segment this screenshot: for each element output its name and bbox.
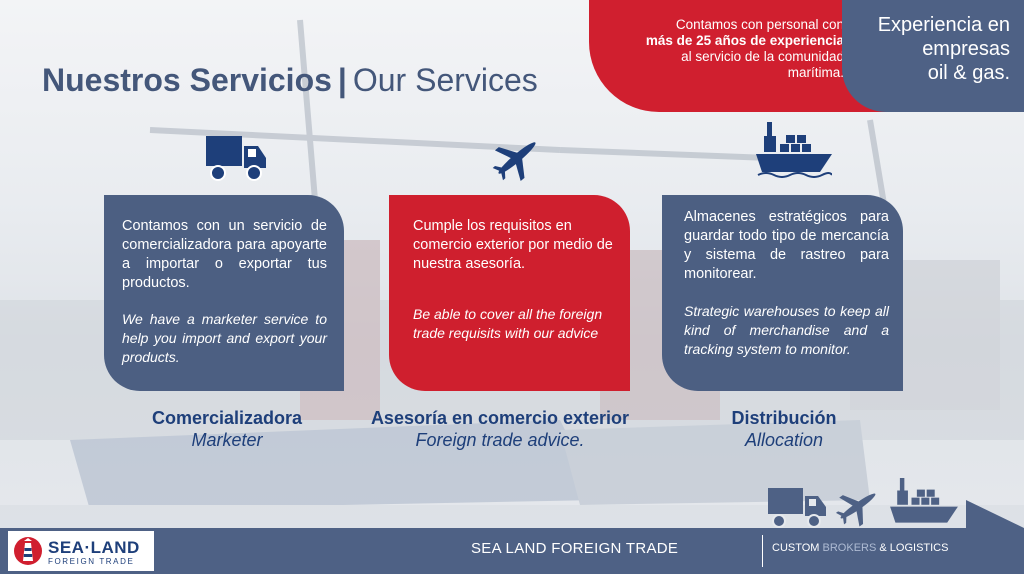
truck-icon [768, 488, 826, 528]
company-logo: SEA·LAND FOREIGN TRADE [8, 531, 154, 571]
footer-company-name: SEA LAND FOREIGN TRADE [471, 540, 679, 557]
service-label-marketer: Comercializadora Marketer [112, 407, 342, 451]
experience-text: Contamos con personal con más de 25 años… [604, 17, 844, 81]
airplane-icon [492, 142, 536, 182]
truck-icon [206, 136, 266, 181]
service-description-es: Cumple los requisitos en comercio exteri… [413, 218, 613, 272]
service-label-advice: Asesoría en comercio exterior Foreign tr… [340, 407, 660, 451]
title-separator: | [337, 62, 347, 98]
page-title: Nuestros Servicios|Our Services [42, 62, 538, 99]
cargo-ship-icon [890, 478, 958, 523]
service-description-en: Be able to cover all the foreign trade r… [413, 306, 603, 341]
service-title: Asesoría en comercio exterior [370, 408, 630, 428]
airplane-icon [835, 493, 876, 527]
logo-name: SEA·LAND [48, 538, 140, 557]
service-subtitle: Foreign trade advice. [415, 430, 585, 450]
footer-bar [0, 528, 1024, 574]
oil-gas-line-3: oil & gas. [927, 62, 1010, 84]
service-card-marketer: Contamos con un servicio de comercializa… [104, 195, 344, 391]
service-description-es: Contamos con un servicio de comercializa… [122, 218, 327, 291]
experience-line-3: al servicio de la comunidad [681, 49, 844, 64]
footer-tagline: CUSTOM BROKERS & LOGISTICS [772, 542, 948, 554]
oil-gas-line-2: empresas [922, 38, 1010, 60]
title-english: Our Services [352, 62, 538, 98]
service-description-es: Almacenes estratégicos para guardar todo… [684, 209, 889, 282]
tagline-part-2: BROKERS [822, 542, 877, 554]
service-title: Comercializadora [151, 408, 303, 428]
tagline-part-3: & LOGISTICS [876, 542, 949, 554]
service-card-allocation: Almacenes estratégicos para guardar todo… [662, 195, 903, 391]
oil-gas-text: Experiencia en empresas oil & gas. [850, 13, 1010, 85]
tagline-part-1: CUSTOM [772, 542, 823, 554]
cargo-ship-icon [756, 122, 832, 178]
experience-line-4: marítima. [787, 65, 844, 80]
service-label-allocation: Distribución Allocation [684, 407, 884, 451]
service-card-foreign-trade-advice: Cumple los requisitos en comercio exteri… [389, 195, 630, 391]
footer-divider [762, 535, 763, 567]
service-subtitle: Allocation [744, 430, 824, 450]
service-title: Distribución [731, 408, 837, 428]
experience-line-1: Contamos con personal con [675, 17, 844, 32]
oil-gas-banner: Experiencia en empresas oil & gas. [842, 0, 1024, 112]
oil-gas-line-1: Experiencia en [877, 14, 1010, 36]
service-description-en: We have a marketer service to help you i… [122, 311, 327, 365]
service-description-en: Strategic warehouses to keep all kind of… [684, 303, 889, 357]
logo-subtitle: FOREIGN TRADE [48, 557, 135, 566]
service-subtitle: Marketer [191, 430, 263, 450]
experience-line-2: más de 25 años de experiencia [645, 33, 844, 48]
title-spanish: Nuestros Servicios [42, 62, 332, 98]
lighthouse-icon [14, 537, 42, 565]
